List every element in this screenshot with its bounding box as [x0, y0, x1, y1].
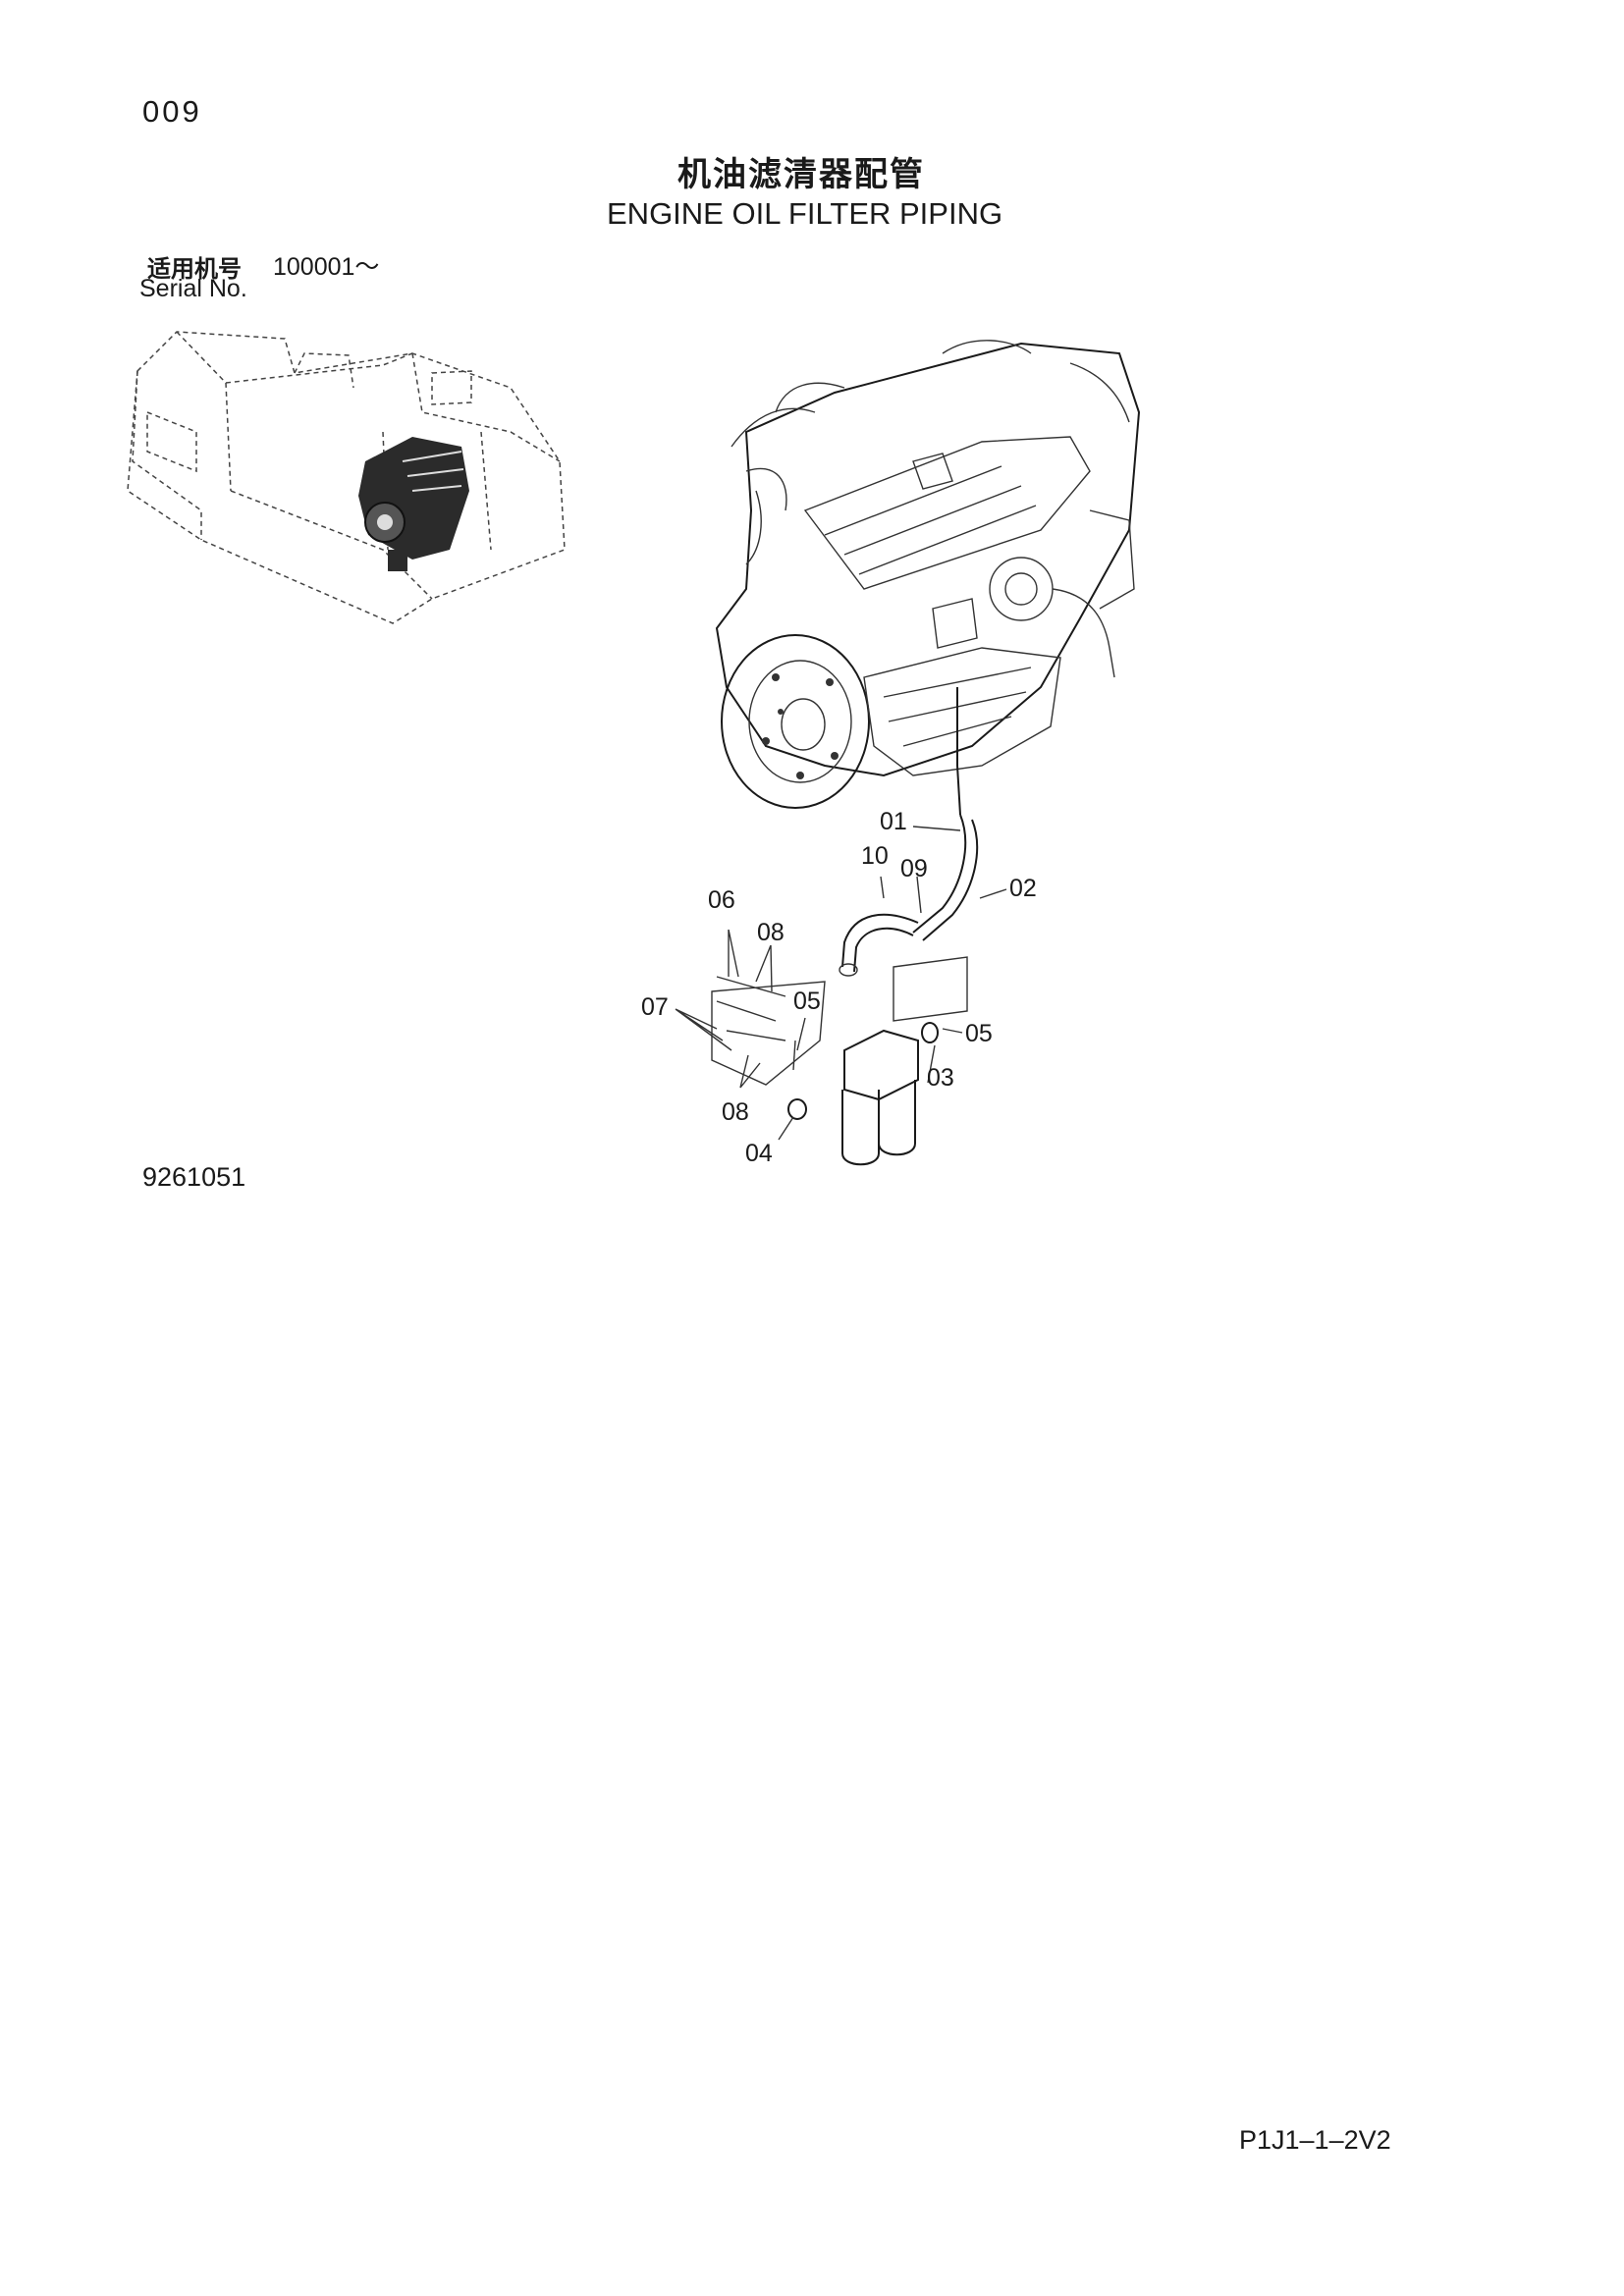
excavator-locator-thumbnail	[127, 331, 566, 624]
title-chinese: 机油滤清器配管	[677, 155, 925, 194]
serial-label-english: Serial No.	[139, 275, 247, 302]
callout-04: 04	[745, 1140, 773, 1167]
callout-10: 10	[861, 842, 889, 870]
callout-09: 09	[900, 855, 928, 882]
callout-01: 01	[880, 808, 907, 835]
serial-range: 100001～	[273, 253, 380, 281]
callout-06: 06	[708, 886, 735, 914]
drawing-number: 9261051	[142, 1162, 246, 1192]
callout-leaders	[675, 826, 1007, 1141]
callout-08-bottom: 08	[722, 1098, 749, 1126]
serial-label-chinese: 适用机号	[147, 255, 242, 283]
callout-02: 02	[1009, 875, 1037, 902]
callout-07: 07	[641, 993, 669, 1021]
engine-locator-icon	[358, 437, 469, 571]
callout-03: 03	[927, 1064, 954, 1092]
callout-05-right: 05	[965, 1020, 993, 1047]
callout-08-top: 08	[757, 919, 785, 946]
engine-assembly-drawing	[715, 340, 1141, 816]
callout-05-left: 05	[793, 988, 821, 1015]
oil-piping-assembly	[711, 814, 979, 1166]
footer-code: P1J1–1–2V2	[1239, 2125, 1391, 2155]
page-number: 009	[142, 94, 202, 129]
title-english: ENGINE OIL FILTER PIPING	[607, 196, 1003, 231]
